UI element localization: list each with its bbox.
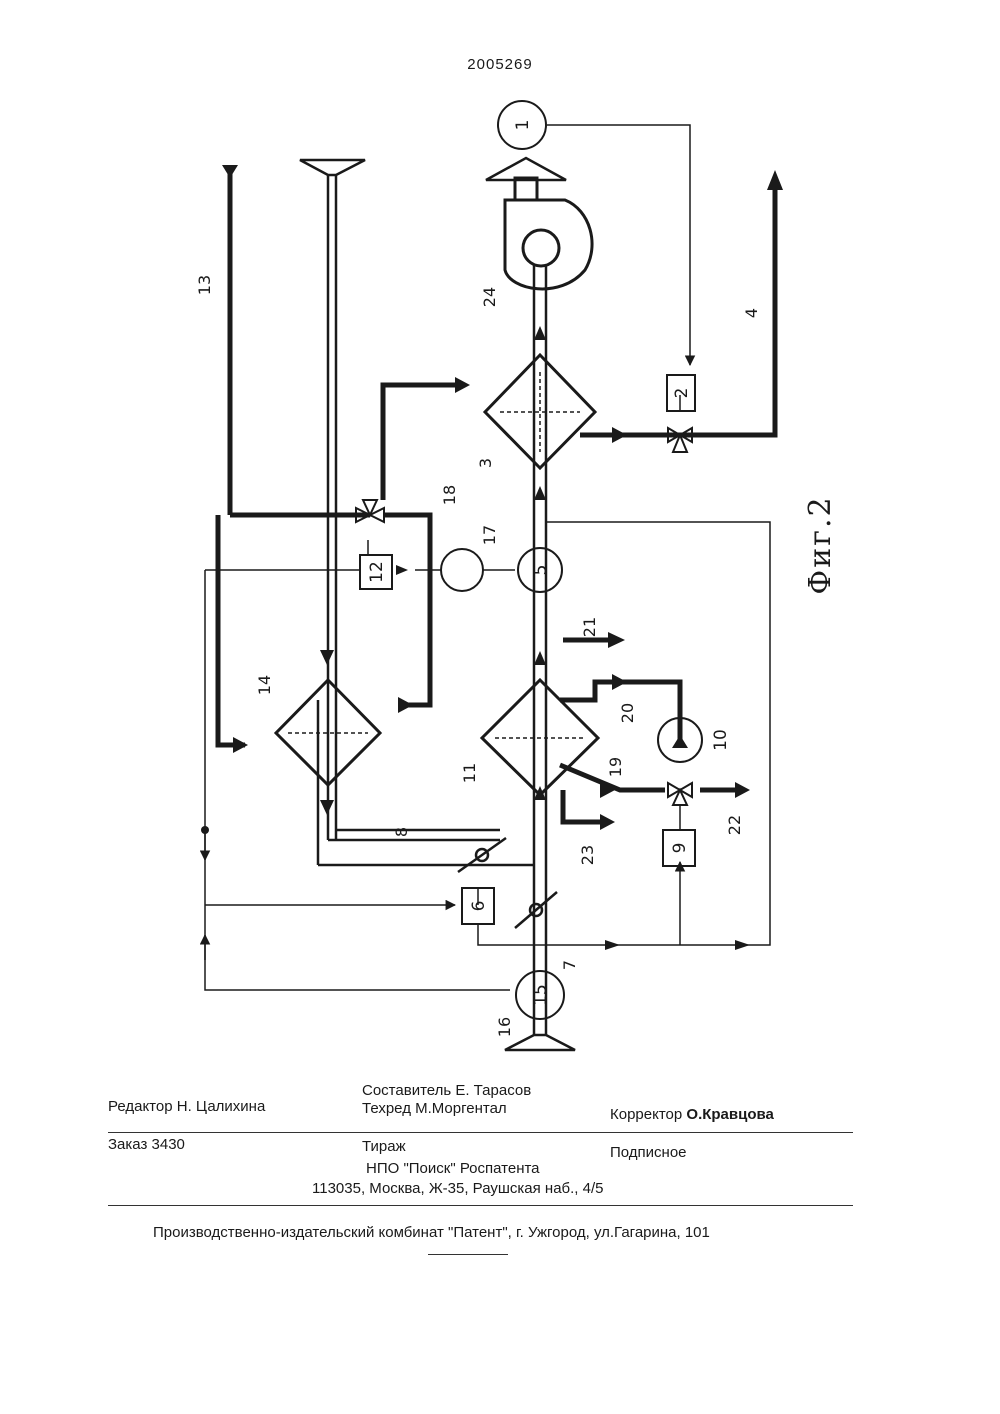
label-4: 4 bbox=[742, 308, 761, 318]
label-24: 24 bbox=[480, 287, 499, 307]
sensor-17 bbox=[441, 549, 483, 591]
imprint-rule-3 bbox=[428, 1254, 508, 1255]
subscription: Подписное bbox=[610, 1144, 687, 1161]
valve-near-9 bbox=[668, 783, 692, 805]
label-21: 21 bbox=[580, 617, 599, 637]
corrector-label: Корректор bbox=[610, 1106, 682, 1123]
imprint-rule-2 bbox=[108, 1205, 853, 1206]
label-22: 22 bbox=[725, 815, 744, 835]
label-8: 8 bbox=[392, 827, 411, 837]
label-14: 14 bbox=[255, 675, 274, 695]
compiler: Составитель Е. Тарасов bbox=[362, 1082, 531, 1099]
air-inlet-funnel bbox=[505, 1035, 575, 1050]
label-18: 18 bbox=[440, 485, 459, 505]
print-run: Тираж bbox=[362, 1138, 406, 1155]
label-12: 12 bbox=[367, 561, 387, 583]
printing-plant: Производственно-издательский комбинат "П… bbox=[153, 1224, 710, 1241]
label-6: 6 bbox=[469, 901, 489, 912]
imprint-rule-1 bbox=[108, 1132, 853, 1133]
publisher-address: 113035, Москва, Ж-35, Раушская наб., 4/5 bbox=[312, 1180, 604, 1197]
fan-24 bbox=[486, 158, 592, 289]
label-11: 11 bbox=[460, 763, 479, 783]
heat-exchanger-3 bbox=[485, 355, 595, 468]
corrector-name: О.Кравцова bbox=[686, 1106, 773, 1123]
label-5: 5 bbox=[531, 565, 551, 576]
process-flow-diagram: 1 5 15 10 2 12 6 9 13 24 4 3 18 17 21 14… bbox=[0, 0, 1000, 1080]
label-19: 19 bbox=[606, 757, 625, 777]
damper-8 bbox=[458, 838, 506, 872]
corrector: Корректор О.Кравцова bbox=[610, 1106, 774, 1123]
label-3: 3 bbox=[476, 458, 495, 468]
label-7: 7 bbox=[560, 960, 579, 970]
techred: Техред М.Моргентал bbox=[362, 1100, 507, 1117]
control-signal-lines bbox=[205, 125, 770, 990]
damper-7 bbox=[515, 892, 557, 928]
label-2: 2 bbox=[672, 388, 692, 399]
editor: Редактор Н. Цалихина bbox=[108, 1098, 265, 1115]
heat-exchanger-11 bbox=[482, 680, 598, 795]
order-number: Заказ 3430 bbox=[108, 1136, 185, 1153]
label-23: 23 bbox=[578, 845, 597, 865]
label-9: 9 bbox=[670, 843, 690, 854]
label-20: 20 bbox=[618, 703, 637, 723]
valve-near-12 bbox=[356, 500, 384, 522]
label-1: 1 bbox=[513, 120, 533, 131]
valve-near-2 bbox=[668, 428, 692, 452]
label-15: 15 bbox=[531, 984, 551, 1006]
publisher-org: НПО "Поиск" Роспатента bbox=[366, 1160, 540, 1177]
figure-caption: Фиг.2 bbox=[803, 495, 838, 594]
label-13: 13 bbox=[195, 275, 214, 295]
label-10: 10 bbox=[711, 729, 731, 751]
label-17: 17 bbox=[480, 525, 499, 545]
label-16: 16 bbox=[495, 1017, 514, 1037]
